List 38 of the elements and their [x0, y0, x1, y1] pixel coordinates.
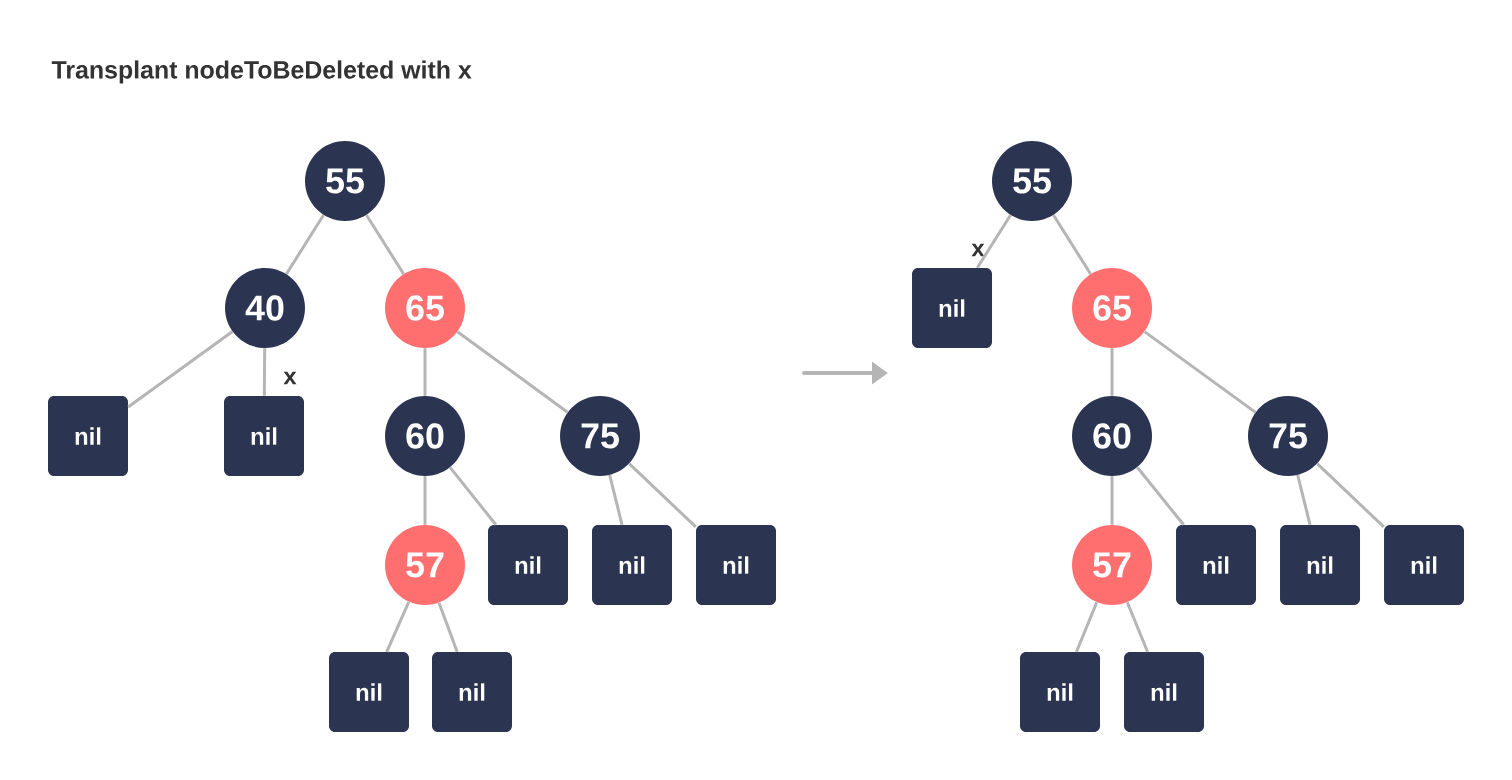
node-marker: x [283, 371, 297, 385]
tree-edge [127, 330, 234, 409]
tree-edge [1075, 601, 1099, 653]
tree-edge [262, 348, 267, 396]
nil-leaf-box: nil [1384, 525, 1464, 605]
tree-edge [423, 348, 427, 396]
node-marker: x [971, 243, 985, 257]
nil-leaf-box: nil [48, 396, 128, 476]
tree-edge [448, 466, 498, 526]
tree-edge [1110, 348, 1114, 396]
nil-leaf-box: nil [224, 396, 304, 476]
tree-edge [1136, 466, 1185, 526]
tree-edge [437, 602, 459, 653]
nil-leaf-box: nil [488, 525, 568, 605]
tree-edge [285, 214, 325, 275]
nil-leaf-box: nil [592, 525, 672, 605]
tree-edge [456, 330, 569, 414]
nil-leaf-box: nil [432, 652, 512, 732]
tree-edge [1296, 474, 1312, 526]
nil-leaf-box: nil [696, 525, 776, 605]
tree-edge [423, 476, 427, 525]
tree-edge [1143, 330, 1257, 414]
tree-edge [1052, 214, 1092, 275]
tree-edge [608, 474, 624, 526]
tree-edge [1110, 476, 1114, 525]
tree-edge [628, 462, 697, 528]
nil-leaf-box: nil [1280, 525, 1360, 605]
tree-edge [1316, 462, 1385, 528]
nil-leaf-box: nil [1124, 652, 1204, 732]
title: Transplant nodeToBeDeleted with x [51, 60, 472, 84]
tree-edge [365, 214, 405, 275]
tree-edge [1125, 601, 1149, 653]
tree-edge [976, 214, 1012, 269]
nil-leaf-box: nil [1176, 525, 1256, 605]
tree-edge [385, 601, 411, 653]
nil-leaf-box: nil [329, 652, 409, 732]
nil-leaf-box: nil [912, 268, 992, 348]
nil-leaf-box: nil [1020, 652, 1100, 732]
